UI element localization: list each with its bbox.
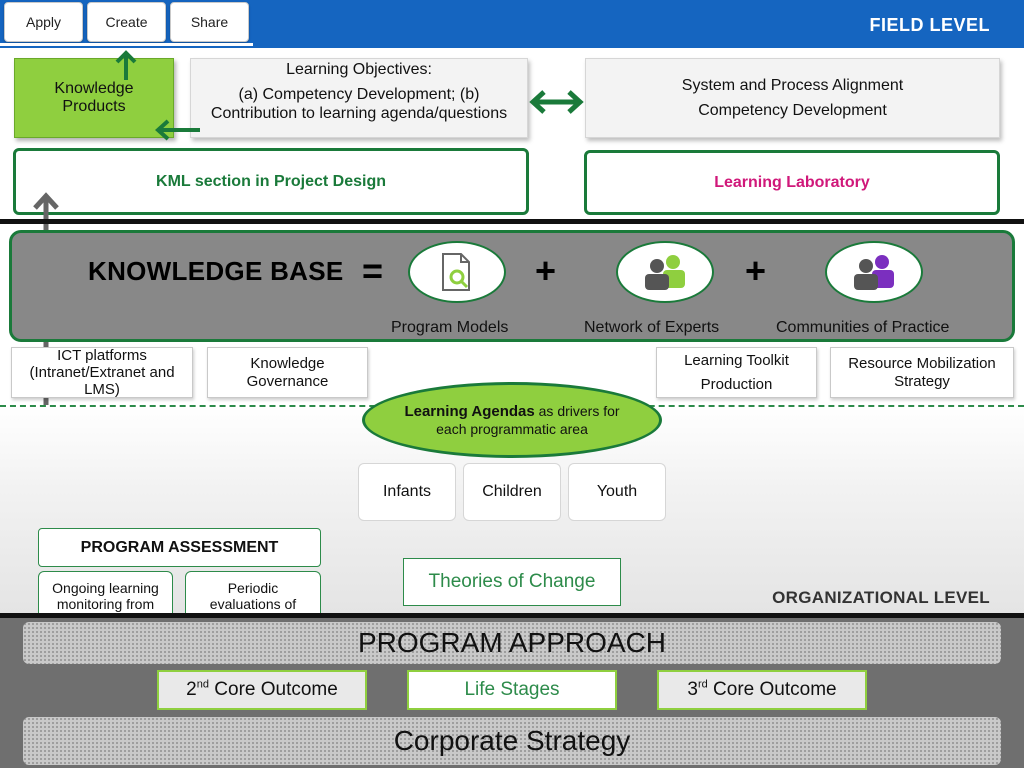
communities-practice-oval[interactable] bbox=[825, 241, 923, 303]
program-models-label: Program Models bbox=[391, 319, 509, 336]
tab-apply[interactable]: Apply bbox=[4, 2, 83, 42]
outcome-right-text: Core Outcome bbox=[707, 679, 837, 700]
learning-toolkit-card[interactable]: Learning Toolkit Production bbox=[656, 347, 817, 398]
theories-of-change-label: Theories of Change bbox=[428, 571, 596, 592]
kml-section-box[interactable]: KML section in Project Design bbox=[13, 148, 529, 215]
divider-field bbox=[0, 219, 1024, 224]
second-core-outcome-box[interactable]: 2nd Core Outcome bbox=[157, 670, 367, 710]
knowledge-governance-label: Knowledge Governance bbox=[246, 355, 329, 390]
network-experts-oval[interactable] bbox=[616, 241, 714, 303]
ict-platforms-card[interactable]: ICT platforms (Intranet/Extranet and LMS… bbox=[11, 347, 193, 398]
tab-underline bbox=[0, 43, 253, 46]
third-core-outcome-box[interactable]: 3rd Core Outcome bbox=[657, 670, 867, 710]
field-level-label: FIELD LEVEL bbox=[869, 15, 990, 35]
program-approach-label: PROGRAM APPROACH bbox=[357, 627, 667, 658]
network-experts-label: Network of Experts bbox=[584, 319, 720, 336]
program-assessment-label: PROGRAM ASSESSMENT bbox=[80, 538, 279, 556]
corporate-strategy-bar[interactable]: Corporate Strategy bbox=[23, 717, 1001, 765]
stage-youth-label: Youth bbox=[596, 483, 638, 500]
learning-agendas-ellipse[interactable]: Learning Agendas as drivers for each pro… bbox=[362, 382, 662, 458]
stage-infants-label: Infants bbox=[382, 483, 432, 500]
tab-share[interactable]: Share bbox=[170, 2, 249, 42]
learning-objectives-box: Learning Objectives: (a) Competency Deve… bbox=[190, 58, 528, 138]
learning-agendas-rest: as drivers for each programmatic area bbox=[436, 402, 620, 437]
second-core-outcome-label: 2nd Core Outcome bbox=[186, 679, 338, 701]
alignment-box: System and Process Alignment Competency … bbox=[585, 58, 1000, 138]
up-arrow-icon bbox=[115, 50, 137, 80]
learning-laboratory-label: Learning Laboratory bbox=[714, 173, 870, 191]
stage-children-label: Children bbox=[482, 483, 542, 500]
knowledge-base-title: KNOWLEDGE BASE bbox=[88, 256, 344, 286]
stage-youth[interactable]: Youth bbox=[568, 463, 666, 521]
knowledge-products-box[interactable]: Knowledge Products bbox=[14, 58, 174, 138]
left-arrow-icon bbox=[155, 119, 200, 141]
third-core-outcome-label: 3rd Core Outcome bbox=[687, 679, 836, 701]
divider-org bbox=[0, 613, 1024, 618]
program-models-oval[interactable] bbox=[408, 241, 506, 303]
alignment-line-1: System and Process Alignment bbox=[681, 76, 904, 94]
production-label: Production bbox=[700, 375, 773, 393]
theories-of-change-box[interactable]: Theories of Change bbox=[403, 558, 621, 606]
program-assessment-box[interactable]: PROGRAM ASSESSMENT bbox=[38, 528, 321, 567]
corporate-strategy-label: Corporate Strategy bbox=[393, 725, 631, 756]
learning-agendas-text: Learning Agendas as drivers for each pro… bbox=[403, 403, 621, 438]
learning-toolkit-label: Learning Toolkit bbox=[684, 352, 789, 370]
stage-infants[interactable]: Infants bbox=[358, 463, 456, 521]
plus-sign-2: + bbox=[745, 250, 767, 291]
resource-mobilization-label: Resource Mobilization Strategy bbox=[848, 355, 996, 390]
people-purple-icon bbox=[854, 255, 894, 290]
plus-sign-1: + bbox=[535, 250, 557, 291]
program-approach-bar[interactable]: PROGRAM APPROACH bbox=[23, 622, 1001, 664]
outcome-left-text: Core Outcome bbox=[209, 679, 338, 700]
knowledge-governance-card[interactable]: Knowledge Governance bbox=[207, 347, 368, 398]
kml-section-label: KML section in Project Design bbox=[156, 172, 386, 190]
double-arrow-icon bbox=[529, 90, 584, 114]
document-search-icon bbox=[442, 253, 470, 291]
resource-mobilization-card[interactable]: Resource Mobilization Strategy bbox=[830, 347, 1014, 398]
learning-objectives-body: (a) Competency Development; (b) Contribu… bbox=[210, 86, 508, 123]
outcome-left-num: 2 bbox=[186, 679, 197, 700]
communities-practice-label: Communities of Practice bbox=[776, 319, 950, 336]
outcome-right-sup: rd bbox=[697, 678, 708, 691]
outcome-left-sup: nd bbox=[196, 678, 209, 691]
ict-platforms-label: ICT platforms (Intranet/Extranet and LMS… bbox=[29, 346, 175, 399]
equals-sign: = bbox=[362, 250, 384, 291]
life-stages-box[interactable]: Life Stages bbox=[407, 670, 617, 710]
learning-laboratory-box[interactable]: Learning Laboratory bbox=[584, 150, 1000, 215]
outcome-right-num: 3 bbox=[687, 679, 698, 700]
organizational-level-label: ORGANIZATIONAL LEVEL bbox=[772, 588, 990, 607]
learning-objectives-title: Learning Objectives: bbox=[286, 61, 432, 78]
alignment-line-2: Competency Development bbox=[698, 102, 887, 119]
tab-create[interactable]: Create bbox=[87, 2, 166, 42]
learning-agendas-bold: Learning Agendas bbox=[404, 402, 535, 420]
life-stages-label: Life Stages bbox=[464, 679, 560, 700]
stage-children[interactable]: Children bbox=[463, 463, 561, 521]
knowledge-products-label: Knowledge Products bbox=[54, 79, 134, 115]
people-green-icon bbox=[645, 255, 685, 290]
